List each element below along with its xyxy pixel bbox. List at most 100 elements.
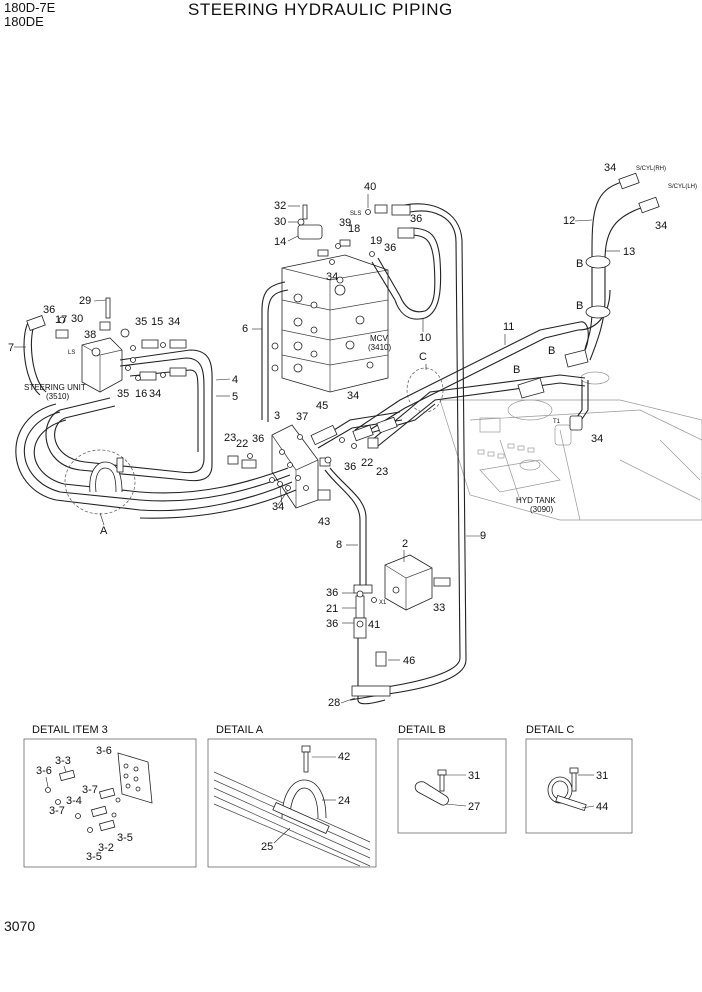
callout-2: 2 <box>402 538 408 550</box>
callout-C: C <box>419 351 427 363</box>
callouts: 29 36 17 30 38 35 15 34 7 35 16 34 4 5 6… <box>8 162 667 709</box>
callout-23: 23 <box>224 432 236 444</box>
callout-34: 34 <box>347 390 359 402</box>
callout-3: 3 <box>274 410 280 422</box>
detail-c-label: 44 <box>596 801 608 813</box>
callout-34: 34 <box>168 316 180 328</box>
callout-34: 34 <box>591 433 603 445</box>
detail3-label: 3-4 <box>66 795 82 807</box>
t1-port-label: T1 <box>553 419 561 425</box>
callout-19: 19 <box>370 235 382 247</box>
callout-22: 22 <box>236 438 248 450</box>
callout-B: B <box>576 300 583 312</box>
callout-36: 36 <box>410 213 422 225</box>
callout-37: 37 <box>296 411 308 423</box>
callout-17: 17 <box>55 314 67 326</box>
callout-36: 36 <box>43 304 55 316</box>
detail-a-label: 25 <box>261 841 273 853</box>
callout-41: 41 <box>368 619 380 631</box>
callout-43: 43 <box>318 516 330 528</box>
callout-B: B <box>513 364 520 376</box>
detail-a-title: DETAIL A <box>216 724 264 736</box>
hyd-tank-label: HYD TANK <box>516 496 556 505</box>
scyl-rh-label: S/CYL(RH) <box>636 166 666 172</box>
detail-b-label: 31 <box>468 770 480 782</box>
callout-39: 39 <box>339 217 351 229</box>
callout-30: 30 <box>71 313 83 325</box>
steering-unit-number: (3510) <box>46 392 69 401</box>
callout-15: 15 <box>151 316 163 328</box>
mcv-label: MCV <box>370 334 388 343</box>
callout-B: B <box>576 258 583 270</box>
detail-c-label: 31 <box>596 770 608 782</box>
callout-23: 23 <box>376 466 388 478</box>
detail-item-3-title: DETAIL ITEM 3 <box>32 724 108 736</box>
detail3-label: 3-6 <box>36 765 52 777</box>
callout-14: 14 <box>274 236 286 248</box>
ls-port-label: LS <box>68 350 75 356</box>
page-number: 3070 <box>4 918 36 934</box>
callout-21: 21 <box>326 603 338 615</box>
hyd-tank-number: (3090) <box>530 505 553 514</box>
callout-34: 34 <box>655 220 667 232</box>
detail-a-label: 42 <box>338 751 350 763</box>
detail3-label: 3-6 <box>96 745 112 757</box>
callout-33: 33 <box>433 602 445 614</box>
steering-unit-label: STEERING UNIT <box>24 383 86 392</box>
steering-unit <box>81 321 123 393</box>
model-code-2: 180DE <box>4 14 44 29</box>
detail-item-3: DETAIL ITEM 3 3-6 3-3 3-6 3-7 3-4 3-7 3-… <box>23 724 197 868</box>
callout-11: 11 <box>503 321 514 333</box>
callout-30: 30 <box>274 216 286 228</box>
detail-b: DETAIL B 31 27 <box>397 724 507 834</box>
callout-36: 36 <box>344 461 356 473</box>
page-title: STEERING HYDRAULIC PIPING <box>188 0 453 19</box>
model-code-1: 180D-7E <box>4 0 56 15</box>
callout-32: 32 <box>274 200 286 212</box>
callout-36: 36 <box>326 587 338 599</box>
fittings <box>26 172 660 667</box>
callout-13: 13 <box>623 246 635 258</box>
detail3-label: 3-3 <box>55 755 71 767</box>
callout-10: 10 <box>419 332 431 344</box>
sls-port-label: SLS <box>350 211 361 217</box>
callout-40: 40 <box>364 181 376 193</box>
clamps <box>64 255 611 515</box>
callout-36: 36 <box>326 618 338 630</box>
callout-45: 45 <box>316 400 328 412</box>
callout-35: 35 <box>117 388 129 400</box>
callout-6: 6 <box>242 323 248 335</box>
callout-12: 12 <box>563 215 575 227</box>
callout-B: B <box>548 345 555 357</box>
detail-a: DETAIL A 42 24 25 <box>207 724 377 868</box>
mcv-valve-block <box>271 254 389 393</box>
hyd-tank-drawing <box>439 371 702 521</box>
callout-A: A <box>100 525 108 537</box>
callout-22: 22 <box>361 457 373 469</box>
callout-34: 34 <box>149 388 161 400</box>
callout-36: 36 <box>252 433 264 445</box>
callout-34: 34 <box>604 162 616 174</box>
x1-port-label: X1 <box>379 600 387 606</box>
detail3-label: 3-2 <box>98 842 114 854</box>
callout-28: 28 <box>328 697 340 709</box>
callout-18: 18 <box>348 223 360 235</box>
callout-35: 35 <box>135 316 147 328</box>
manifold-block-3 <box>271 424 319 509</box>
callout-36: 36 <box>384 242 396 254</box>
valve-block-2 <box>384 554 433 611</box>
callout-7: 7 <box>8 342 14 354</box>
callout-34: 34 <box>272 501 284 513</box>
callout-34: 34 <box>326 271 338 283</box>
mcv-number: (3410) <box>368 343 391 352</box>
callout-46: 46 <box>403 655 415 667</box>
detail3-label: 3-7 <box>82 784 98 796</box>
detail3-label: 3-7 <box>49 805 65 817</box>
detail-b-title: DETAIL B <box>398 724 446 736</box>
callout-16: 16 <box>135 388 147 400</box>
detail3-label: 3-5 <box>117 832 133 844</box>
detail-b-label: 27 <box>468 801 480 813</box>
callout-5: 5 <box>232 391 238 403</box>
callout-4: 4 <box>232 374 238 386</box>
